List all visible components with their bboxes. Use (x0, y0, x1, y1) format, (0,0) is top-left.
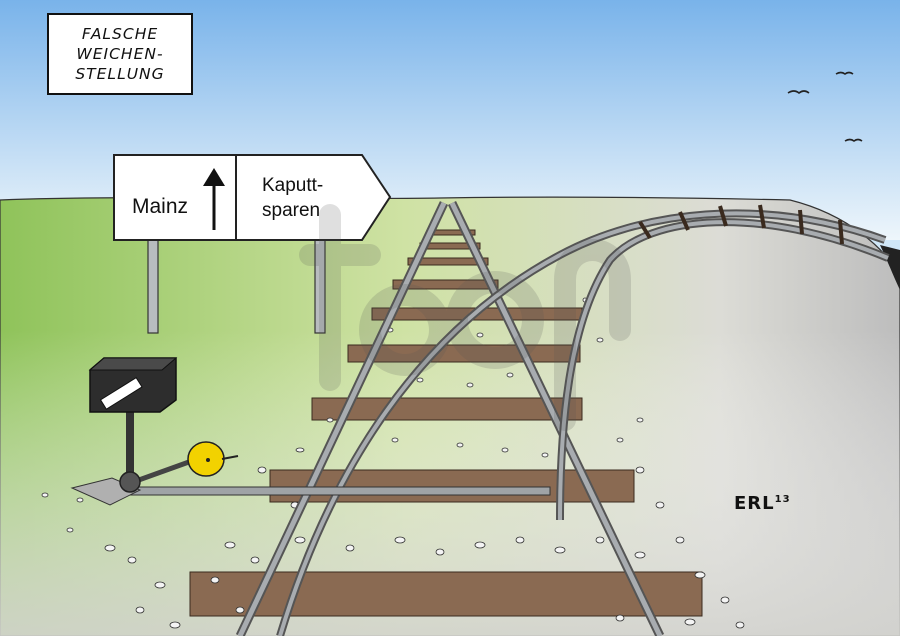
caption-box: FALSCHE WEICHEN- STELLUNG (47, 13, 193, 95)
caption-line-3: STELLUNG (75, 65, 165, 83)
switch-rod (129, 486, 551, 496)
arrow-up-icon (203, 168, 225, 230)
caption-line-2: WEICHEN- (76, 45, 164, 63)
sign-label-kaputtsparen: Kaputt- sparen (262, 173, 323, 223)
signpost (113, 154, 392, 334)
sign-label-line-1: Kaputt- (262, 175, 324, 196)
signpost-pole-left (147, 239, 159, 334)
straight-track (235, 201, 665, 636)
sign-label-mainz: Mainz (132, 195, 189, 218)
signpost-board (113, 154, 392, 241)
switch-lever-icon (70, 357, 239, 506)
signature-name: ERL (734, 493, 775, 514)
birds (787, 71, 863, 142)
cliff-edge (880, 245, 900, 290)
signature-year: 13 (774, 494, 791, 505)
artist-signature: ERL13 (734, 493, 791, 514)
caption-line-1: FALSCHE (81, 25, 159, 43)
diverging-track (276, 204, 890, 636)
watermark (299, 204, 631, 431)
sign-label-line-2: sparen (262, 200, 321, 221)
